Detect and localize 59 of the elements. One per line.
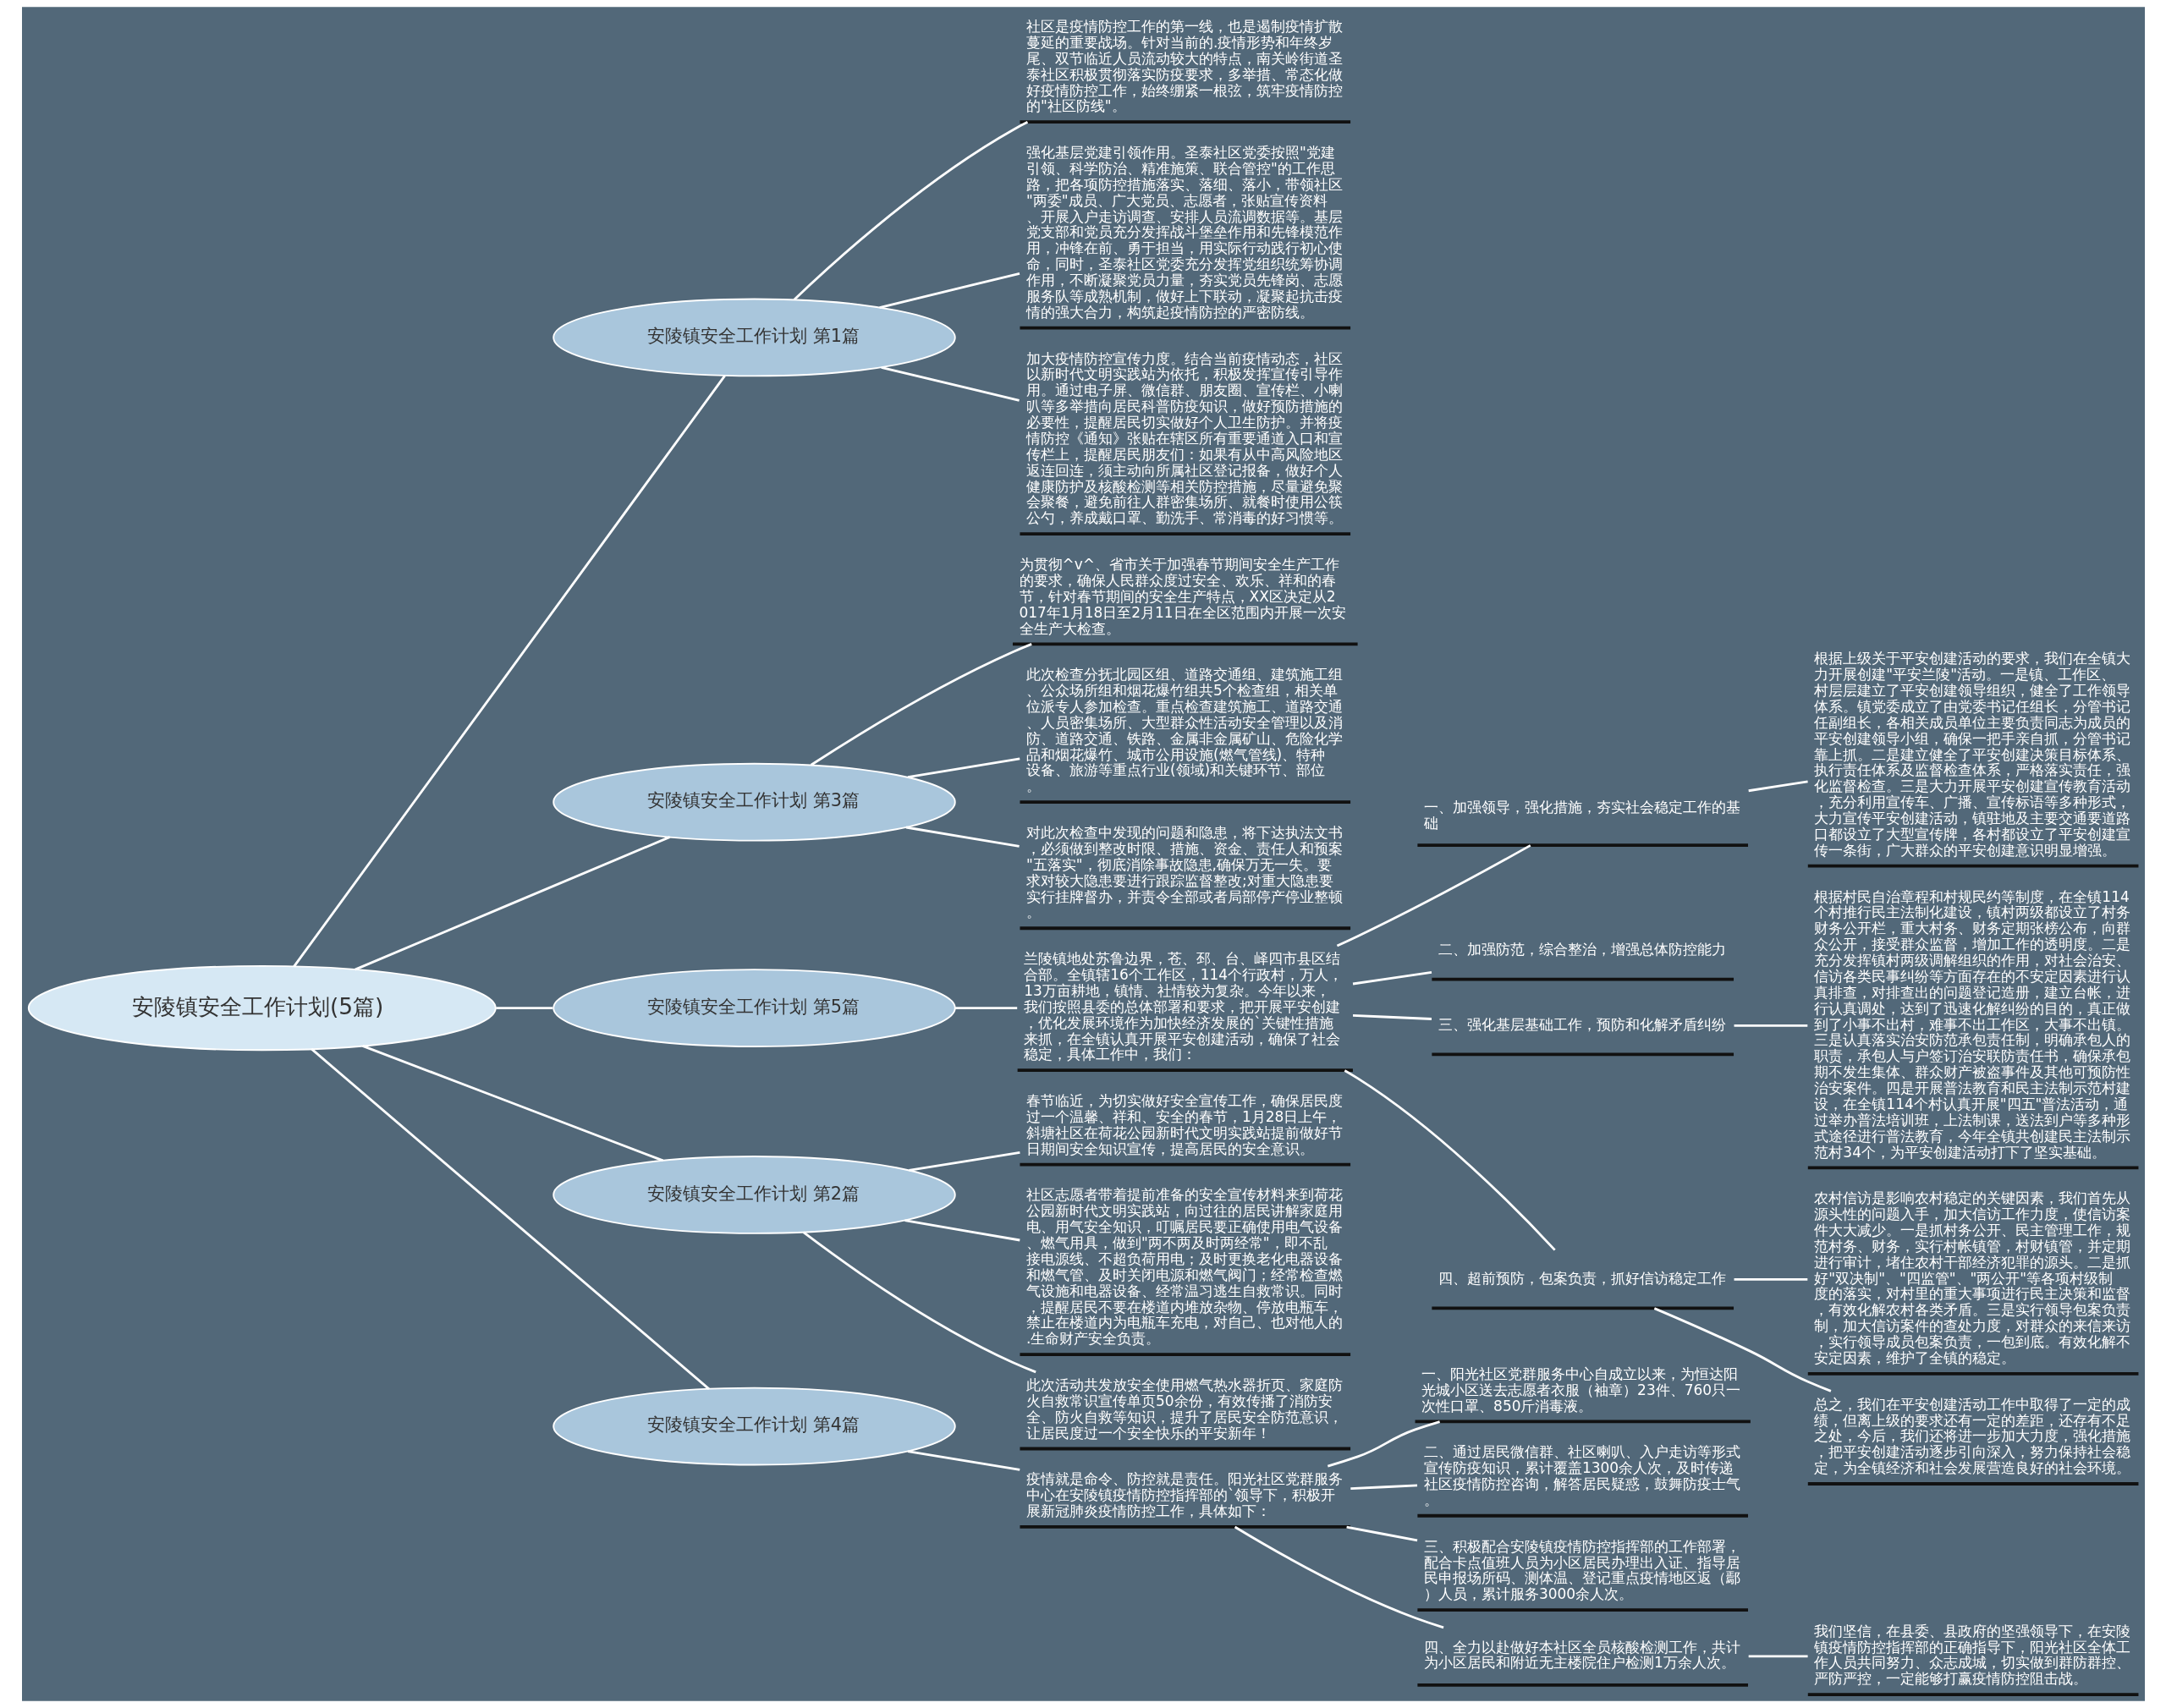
connector	[1653, 1307, 1831, 1392]
connector	[802, 1231, 1036, 1374]
node-text: 二、加强防范，综合整治，增强总体防控能力	[1438, 940, 1726, 958]
node-text: 对此次检查中发现的问题和隐患，将下达执法文书，必须做到整改时限、措施、资金、责任人和预案"五落实"，彻底消除事故隐患,确保万无一失。要求对较大隐患要进行跟踪监督整改;对重大隐患要实行挂牌督办，并责令全部或者局部停产停业整顿。	[1025, 824, 1343, 921]
connector	[1352, 1013, 1432, 1020]
connector	[908, 1151, 1020, 1172]
connector	[878, 272, 1020, 309]
connector	[495, 1007, 552, 1010]
connector	[1327, 1420, 1440, 1468]
node-text: 疫情就是命令、防控就是责任。阳光社区党群服务中心在安陵镇疫情防控指挥部的`领导下，积极开展新冠肺炎疫情防控工作，具体如下：	[1025, 1470, 1343, 1520]
connector	[1734, 1278, 1807, 1281]
node-ellipse: 安陵镇安全工作计划(5篇)	[27, 965, 497, 1052]
node-text: 根据上级关于平安创建活动的要求，我们在全镇大力开展创建"平安兰陵"活动。一是镇、工作区、村层层建立了平安创建领导组织，健全了工作领导体系。镇党委成立了由党委书记任组长，分管书记任副组长，各相关成员单位主要负责同志为成员的平安创建领导小组，确保一把手亲自抓，分管书记靠上抓。二是建立健全了平安创建决策目标体系、执行责任体系及监督检查体系，严格落实责任，强化监督检查。三是大力开展平安创建宣传教育活动，充分利用宣传车、广播、宣传标语等多种形式，大力宣传平安创建活动，镇驻地及主要交通要道路口都设立了大型宣传牌，各村都设立了平安创建宣传一条街，广大群众的平安创建意识明显增强。	[1813, 650, 2130, 859]
connector	[1734, 1024, 1807, 1027]
node-text: 社区志愿者带着提前准备的安全宣传材料来到荷花公园新时代文明实践站，向过往的居民讲解家庭用电、用气安全知识，叮嘱居民要正确使用电气设备、燃气用具，做到"两不两及时两经常"，即不乱接电源线、不超负荷用电；及时更换老化电器设备和燃气管、及时关闭电源和燃气阀门；经常检查燃气设施和电器设备、经常温习逃生自救常识。同时，提醒居民不要在楼道内堆放杂物、停放电瓶车，禁止在楼道内为电瓶车充电，对自己、也对他人的.生命财产安全负责。	[1025, 1186, 1343, 1348]
connector	[354, 836, 670, 971]
connector	[1336, 844, 1531, 947]
node-text: 兰陵镇地处苏鲁边界，苍、邳、台、峄四市县区结合部。全镇辖16个工作区，114个行政村，万人，13万亩耕地，镇情、社情较为复杂。今年以来，我们按照县委的总体部署和要求，把开展平安创建，优化发展环境作为加快经济发展的`关键性措施来抓，在全镇认真开展平安创建活动，确保了社会稳定，具体工作中，我们：	[1023, 950, 1343, 1063]
connector	[1747, 780, 1808, 793]
connector	[1350, 1484, 1417, 1491]
connector	[361, 1045, 663, 1162]
node-text: 强化基层党建引领作用。圣泰社区党委按照"党建引领、科学防治、精准施策、联合管控"的工作思路，把各项防控措施落实、落细、落小，带领社区"两委"成员、广大党员、志愿者，张贴宣传资料、开展入户走访调查、安排人员流调数据等。基层党支部和党员充分发挥战斗堡垒作用和先锋模范作用，冲锋在前、勇于担当，用实际行动践行初心使命，同时，圣泰社区党委充分发挥党组织统筹协调作用，不断凝聚党员力量，夯实党员先锋岗、志愿服务队等成熟机制，做好上下联动，凝聚起抗击疫情的强大合力，构筑起疫情防控的严密防线。	[1025, 144, 1343, 321]
connector	[905, 826, 1020, 848]
node-text: 四、全力以赴做好本社区全员核酸检测工作，共计为小区居民和附近无主楼院住户检测1万余人次。	[1423, 1638, 1740, 1672]
node-text: 农村信访是影响农村稳定的关键因素，我们首先从源头性的问题入手，加大信访工作力度，使信访案件大大减少。一是抓村务公开、民主管理工作，规范村务、财务，实行村帐镇管，村财镇管，并定期进行审计，堵住农村干部经济犯罪的源头。二是抓好"双决制"、"四监管"、"两公开"等各项村级制度的落实，对村里的重大事项进行民主决策和监督，有效化解农村各类矛盾。三是实行领导包案负责制，加大信访案件的查处力度，对群众的来信来访，实行领导成员包案负责，一包到底。有效化解不安定因素，维护了全镇的稳定。	[1813, 1189, 2130, 1366]
node-text: 春节临近，为切实做好安全宣传工作，确保居民度过一个温馨、祥和、安全的春节，1月28日上午，斜塘社区在荷花公园新时代文明实践站提前做好节日期间安全知识宣传，提高居民的安全意识。	[1025, 1092, 1343, 1157]
node-text: 为贯彻^v^、省市关于加强春节期间安全生产工作的要求，确保人民群众度过安全、欢乐、祥和的春节，针对春节期间的安全生产特点，XX区决定从2017年1月18日至2月11日在全区范围内开展一次安全生产大检查。	[1019, 556, 1346, 637]
node-text: 根据村民自治章程和村规民约等制度，在全镇114个村推行民主法制化建设，镇村两级都设立了村务财务公开栏，重大村务、财务定期张榜公布，向群众公开，接受群众监督，增加工作的透明度。二是充分发挥镇村两级调解组织的作用，对社会治安、信访各类民事纠纷等方面存在的不安定因素进行认真排查，对排查出的问题登记造册，建立台帐，进行认真调处，达到了迅速化解纠纷的目的，真正做到了小事不出村，难事不出工作区，大事不出镇。三是认真落实治安防范承包责任制，明确承包人的职责，承包人与户签订治安联防责任书，确保承包期不发生集体、群众财产被盗事件及其他可预防性治安案件。四是开展普法教育和民主法制示范村建设，在全镇114个村认真开展"四五"普法活动，通过举办普法培训班，上法制课，送法到户等多种形式途径进行普法教育，今年全镇共创建民主法制示范村34个，为平安创建活动打下了坚实基础。	[1813, 887, 2130, 1161]
connector	[310, 1047, 710, 1390]
node-text: 一、加强领导，强化措施，夯实社会稳定工作的基础	[1423, 798, 1740, 832]
node-text: 一、阳光社区党群服务中心自成立以来，为恒达阳光城小区送去志愿者衣服（袖章）23件、760只一次性口罩、850斤消毒液。	[1421, 1365, 1740, 1414]
node-ellipse: 安陵镇安全工作计划 第2篇	[552, 1156, 956, 1234]
node-text: 此次活动共发放安全使用燃气热水器折页、家庭防火自救常识宣传单页50余份，有效传播了消防安全、防火自救等知识，提升了居民安全防范意识，让居民度过一个安全快乐的平安新年！	[1025, 1376, 1343, 1442]
connector	[1234, 1525, 1443, 1629]
connector	[1748, 1655, 1808, 1658]
node-text: 总之，我们在平安创建活动工作中取得了一定的成绩，但离上级的要求还有一定的差距，还存有不足之处，今后，我们还将进一步加大力度，强化措施，把平安创建活动逐步引向深入，努力保持社会稳定，为全镇经济和社会发展营造良好的社会环境。	[1813, 1395, 2130, 1477]
connector	[907, 1450, 1020, 1471]
connector	[793, 121, 1028, 301]
node-text: 三、积极配合安陵镇疫情防控指挥部的工作部署，配合卡点值班人员为小区居民办理出入证、指导居民申报场所码、测体温、登记重点疫情地区返（鄢）人员，累计服务3000余人次。	[1423, 1537, 1740, 1603]
node-text: 四、超前预防，包案负责，抓好信访稳定工作	[1438, 1269, 1726, 1287]
node-text: 加大疫情防控宣传力度。结合当前疫情动态，社区以新时代文明实践站为依托，积极发挥宣传引导作用。通过电子屏、微信群、朋友圈、宣传栏、小喇叭等多举措向居民科普防疫知识，做好预防措施的必要性，提醒居民切实做好个人卫生防护。并将疫情防控《通知》张贴在辖区所有重要通道入口和宣传栏上，提醒居民朋友们：如果有从中高风险地区返连回连，须主动向所属社区登记报备，做好个人健康防护及核酸检测等相关防控措施，尽量避免聚会聚餐，避免前往人群密集场所、就餐时使用公筷公勺，养成戴口罩、勤洗手、常消毒的好习惯等。	[1025, 349, 1343, 527]
node-text: 此次检查分抚北园区组、道路交通组、建筑施工组、公众场所组和烟花爆竹组共5个检查组，相关单位派专人参加检查。重点检查建筑施工、道路交通、人员密集场所、大型群众性活动安全管理以及消防、道路交通、铁路、金属非金属矿山、危险化学品和烟花爆竹、城市公用设施(燃气管线)、特种设备、旅游等重点行业(领域)和关键环节、部位。	[1025, 666, 1343, 795]
node-ellipse: 安陵镇安全工作计划 第1篇	[552, 298, 956, 377]
connector	[810, 643, 1032, 766]
node-text: 社区是疫情防控工作的第一线，也是遏制疫情扩散蔓延的重要战场。针对当前的.疫情形势和年终岁尾、双节临近人员流动较大的特点，南关岭街道圣泰社区积极贯彻落实防疫要求，多举措、常态化做好疫情防控工作，始终绷紧一根弦，筑牢疫情防控的"社区防线"。	[1025, 18, 1343, 115]
connector	[904, 1219, 1020, 1242]
connector	[954, 1007, 1017, 1010]
connector	[880, 366, 1020, 402]
connector	[1352, 971, 1432, 986]
connector	[1345, 1525, 1417, 1542]
connector	[1344, 1069, 1556, 1251]
node-ellipse: 安陵镇安全工作计划 第3篇	[552, 762, 956, 842]
connector	[907, 757, 1020, 779]
node-text: 三、强化基层基础工作，预防和化解矛盾纠纷	[1438, 1015, 1726, 1033]
node-text: 二、通过居民微信群、社区喇叭、入户走访等形式宣传防疫知识，累计覆盖1300余人次，及时传递社区疫情防控咨询，解答居民疑惑，鼓舞防疫士气。	[1423, 1443, 1740, 1508]
node-ellipse: 安陵镇安全工作计划 第4篇	[552, 1387, 956, 1466]
node-text: 我们坚信，在县委、县政府的坚强领导下，在安陵镇疫情防控指挥部的正确指导下，阳光社区全体工作人员共同努力、众志成城，切实做到群防群控、严防严控，一定能够打赢疫情防控阻击战。	[1813, 1622, 2130, 1688]
node-ellipse: 安陵镇安全工作计划 第5篇	[552, 969, 956, 1047]
connector	[292, 375, 726, 968]
